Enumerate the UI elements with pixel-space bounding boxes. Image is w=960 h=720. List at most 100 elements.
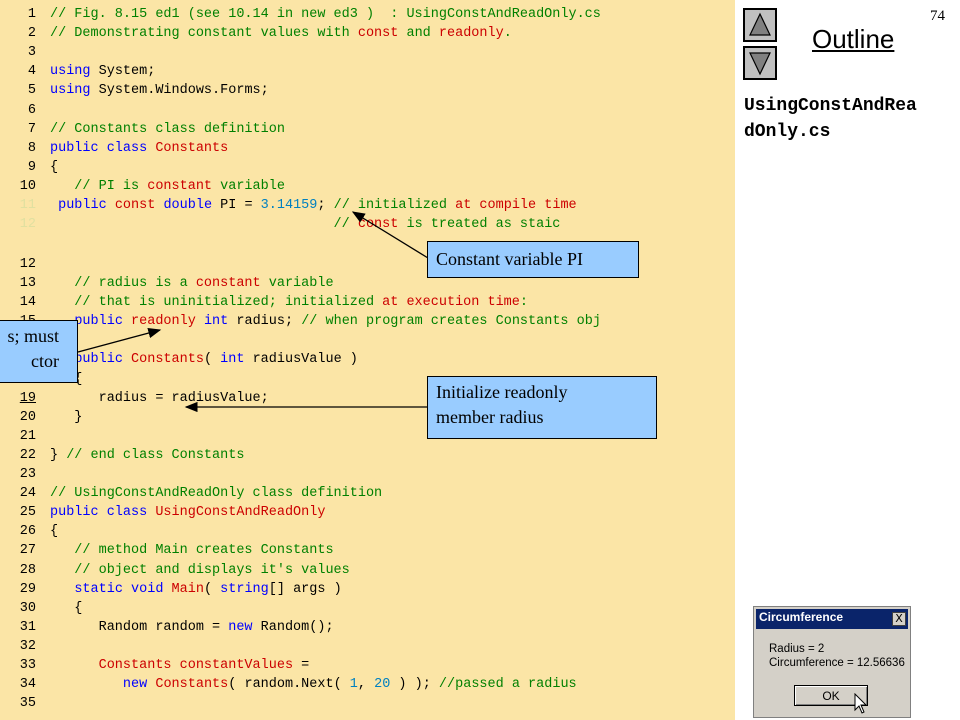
code-token: radius; bbox=[228, 314, 302, 330]
callout-left-partial: s; must ctor bbox=[0, 320, 78, 383]
line-number: 2 bbox=[27, 26, 36, 42]
code-text: // object and displays it's values bbox=[50, 561, 349, 580]
code-token: 20 bbox=[374, 677, 391, 693]
code-token: at execution time bbox=[382, 295, 520, 311]
page-number: 74 bbox=[930, 8, 945, 24]
code-token bbox=[196, 314, 204, 329]
code-token: Constants constantValues bbox=[98, 658, 294, 673]
line-number: 35 bbox=[19, 696, 36, 712]
code-token: System.Windows.Forms; bbox=[90, 83, 269, 99]
callout-constant-pi: Constant variable PI bbox=[427, 241, 639, 278]
ok-button[interactable]: OK bbox=[794, 685, 868, 706]
code-token: // Constants class definition bbox=[50, 121, 285, 137]
code-token: readonly bbox=[131, 314, 196, 330]
code-token: radiusValue ) bbox=[244, 352, 358, 368]
line-number: 12 bbox=[19, 217, 36, 233]
code-token: ( bbox=[203, 352, 221, 368]
code-token: int bbox=[220, 352, 245, 368]
code-token: radius = radiusValue; bbox=[50, 390, 269, 406]
line-number: 13 bbox=[19, 276, 36, 291]
line-number: 14 bbox=[19, 295, 36, 311]
code-token: const bbox=[357, 26, 399, 42]
code-token: constant bbox=[147, 178, 213, 194]
dialog-radius-text: Radius = 2 bbox=[769, 643, 825, 655]
line-number: 4 bbox=[27, 64, 36, 80]
line-number: 23 bbox=[19, 467, 36, 482]
code-token: 1 bbox=[349, 677, 358, 693]
code-token: // PI is bbox=[50, 178, 148, 194]
line-number: 11 bbox=[19, 198, 36, 213]
line-number: 31 bbox=[19, 619, 36, 635]
code-token: Main bbox=[171, 581, 204, 597]
code-token: // that is uninitialized; initialized bbox=[50, 295, 383, 311]
code-text: new Constants( random.Next( 1, 20 ) ); /… bbox=[50, 675, 577, 694]
code-token: Constants bbox=[155, 140, 229, 156]
line-number: 26 bbox=[19, 524, 36, 540]
code-text: public class UsingConstAndReadOnly bbox=[50, 503, 325, 522]
callout-init-readonly-line2: member radius bbox=[436, 407, 544, 427]
code-token: public bbox=[74, 352, 123, 368]
code-token: // Demonstrating constant values with bbox=[50, 26, 358, 42]
line-number: 25 bbox=[19, 505, 36, 521]
outline-link[interactable]: Outline bbox=[812, 24, 895, 54]
code-token: // initialized bbox=[333, 198, 456, 213]
code-text: } bbox=[50, 408, 82, 427]
mouse-pointer-icon bbox=[854, 693, 868, 714]
code-text: // method Main creates Constants bbox=[50, 541, 334, 560]
code-token: new bbox=[122, 677, 148, 693]
code-token: variable bbox=[260, 276, 334, 291]
code-token: 3.14159 bbox=[260, 198, 318, 213]
code-token: const bbox=[357, 217, 399, 233]
nav-up-button[interactable] bbox=[743, 8, 777, 42]
line-number: 22 bbox=[19, 447, 36, 463]
code-token: { bbox=[50, 600, 83, 616]
code-text: // PI is constant variable bbox=[50, 177, 285, 196]
code-token: { bbox=[50, 159, 59, 175]
code-token: variable bbox=[212, 178, 285, 194]
code-text: } // end class Constants bbox=[50, 446, 244, 465]
line-number: 28 bbox=[19, 562, 36, 578]
line-number: 30 bbox=[19, 600, 36, 616]
line-number: 6 bbox=[27, 102, 36, 118]
code-token: // UsingConstAndReadOnly class definitio… bbox=[50, 486, 383, 502]
code-text: public const double PI = 3.14159; // ini… bbox=[50, 196, 577, 215]
code-token: is treated as staic bbox=[398, 217, 561, 233]
nav-down-button[interactable] bbox=[743, 46, 777, 80]
code-token: Constants bbox=[131, 352, 204, 368]
code-text: // Constants class definition bbox=[50, 120, 285, 139]
line-number: 3 bbox=[27, 45, 36, 61]
code-text: // that is uninitialized; initialized at… bbox=[50, 293, 528, 312]
line-number: 20 bbox=[19, 409, 36, 425]
code-text: using System; bbox=[50, 62, 155, 81]
line-number: 1 bbox=[27, 7, 36, 22]
code-token: // method Main creates Constants bbox=[50, 543, 334, 559]
code-token: static void bbox=[74, 581, 164, 597]
code-token: ( random.Next( bbox=[228, 677, 350, 693]
callout-init-readonly-line1: Initialize readonly bbox=[436, 382, 568, 402]
code-token bbox=[163, 582, 171, 597]
code-token bbox=[50, 658, 99, 673]
callout-left-line2: ctor bbox=[31, 351, 59, 371]
line-number: 10 bbox=[19, 178, 36, 194]
code-text: static void Main( string[] args ) bbox=[50, 580, 341, 599]
code-text: { bbox=[50, 370, 82, 389]
code-token bbox=[123, 352, 131, 367]
code-token: and bbox=[398, 26, 439, 42]
line-number: 7 bbox=[27, 121, 36, 137]
line-number: 32 bbox=[19, 638, 36, 654]
code-token: // bbox=[50, 217, 358, 233]
code-text: // radius is a constant variable bbox=[50, 274, 334, 293]
code-token: ; bbox=[317, 198, 334, 213]
code-text: public Constants( int radiusValue ) bbox=[50, 350, 358, 369]
code-token bbox=[50, 582, 74, 597]
code-text: public readonly int radius; // when prog… bbox=[50, 312, 601, 331]
callout-init-readonly: Initialize readonly member radius bbox=[427, 376, 657, 439]
code-token: public bbox=[74, 314, 123, 330]
close-button[interactable]: X bbox=[892, 612, 906, 626]
dialog-title-bar[interactable]: Circumference X bbox=[756, 609, 908, 629]
line-number: 5 bbox=[27, 83, 36, 99]
code-token: Constants bbox=[155, 677, 229, 693]
code-token: : bbox=[519, 295, 528, 311]
circumference-dialog: Circumference X Radius = 2 Circumference… bbox=[753, 606, 911, 718]
